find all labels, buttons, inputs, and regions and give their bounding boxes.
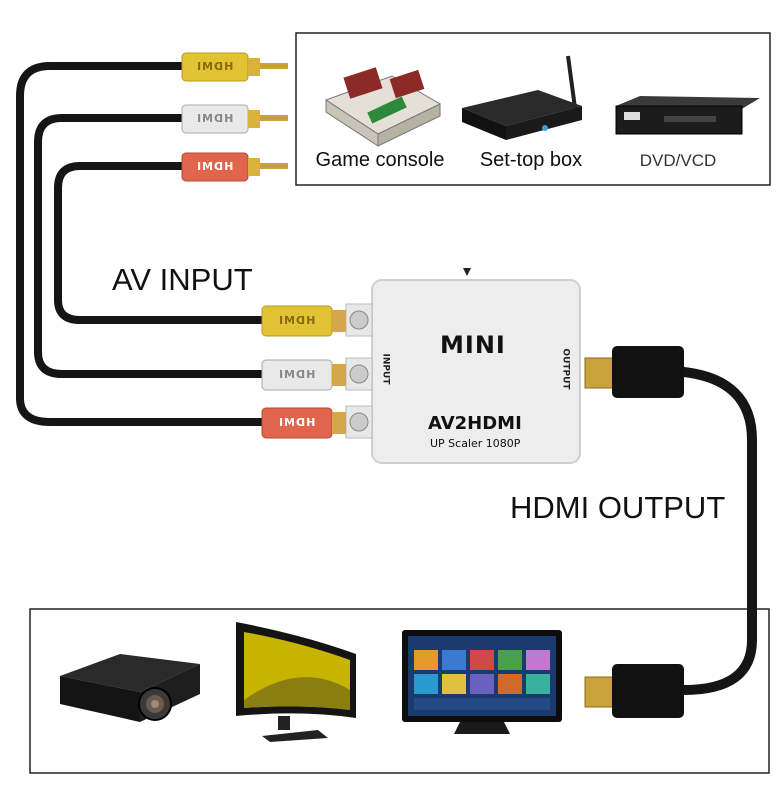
box-yellow-plug bbox=[261, 305, 346, 337]
plug-text: HDMI bbox=[196, 160, 234, 173]
converter-subtitle: UP Scaler 1080P bbox=[430, 437, 521, 450]
display-devices-frame bbox=[29, 608, 770, 774]
red-rca-cable bbox=[54, 162, 272, 324]
set-top-box-caption: Set-top box bbox=[479, 149, 583, 171]
source-devices-frame bbox=[295, 32, 771, 186]
hdmi-plug-top bbox=[584, 346, 684, 398]
plug-text: HDMI bbox=[196, 112, 234, 125]
white-rca-cable bbox=[34, 114, 272, 378]
top-white-plug bbox=[181, 104, 288, 134]
box-white-plug bbox=[261, 359, 346, 391]
converter-box bbox=[371, 279, 581, 464]
hdmi-cable bbox=[679, 367, 757, 695]
yellow-rca-cable bbox=[16, 62, 272, 426]
output-port-label: OUTPUT bbox=[560, 348, 571, 390]
av-input-label: AV INPUT bbox=[112, 262, 253, 297]
plug-text: HDMI bbox=[278, 314, 316, 327]
plug-text: HDMI bbox=[196, 60, 234, 73]
plug-text: HDMI bbox=[278, 416, 316, 429]
tv-icon bbox=[402, 630, 562, 734]
converter-rca-sockets bbox=[345, 303, 373, 439]
converter-model: AV2HDMI bbox=[428, 413, 522, 434]
hdmi-output-label: HDMI OUTPUT bbox=[510, 490, 726, 525]
input-port-label: INPUT bbox=[380, 353, 391, 385]
plug-text: HDMI bbox=[278, 368, 316, 381]
hdmi-plug-bottom bbox=[584, 664, 684, 718]
dvd-vcd-caption: DVD/VCD bbox=[639, 151, 717, 170]
dvd-player-icon bbox=[615, 96, 760, 135]
projector-icon bbox=[60, 654, 200, 722]
monitor-icon bbox=[236, 622, 356, 742]
top-red-plug bbox=[181, 152, 288, 182]
game-console-icon bbox=[324, 67, 442, 147]
game-console-caption: Game console bbox=[315, 149, 445, 171]
converter-notch-icon bbox=[463, 268, 471, 276]
converter-brand: MINI bbox=[440, 331, 506, 359]
top-yellow-plug bbox=[181, 52, 288, 82]
set-top-box-icon bbox=[462, 55, 582, 140]
box-red-plug bbox=[261, 407, 346, 439]
